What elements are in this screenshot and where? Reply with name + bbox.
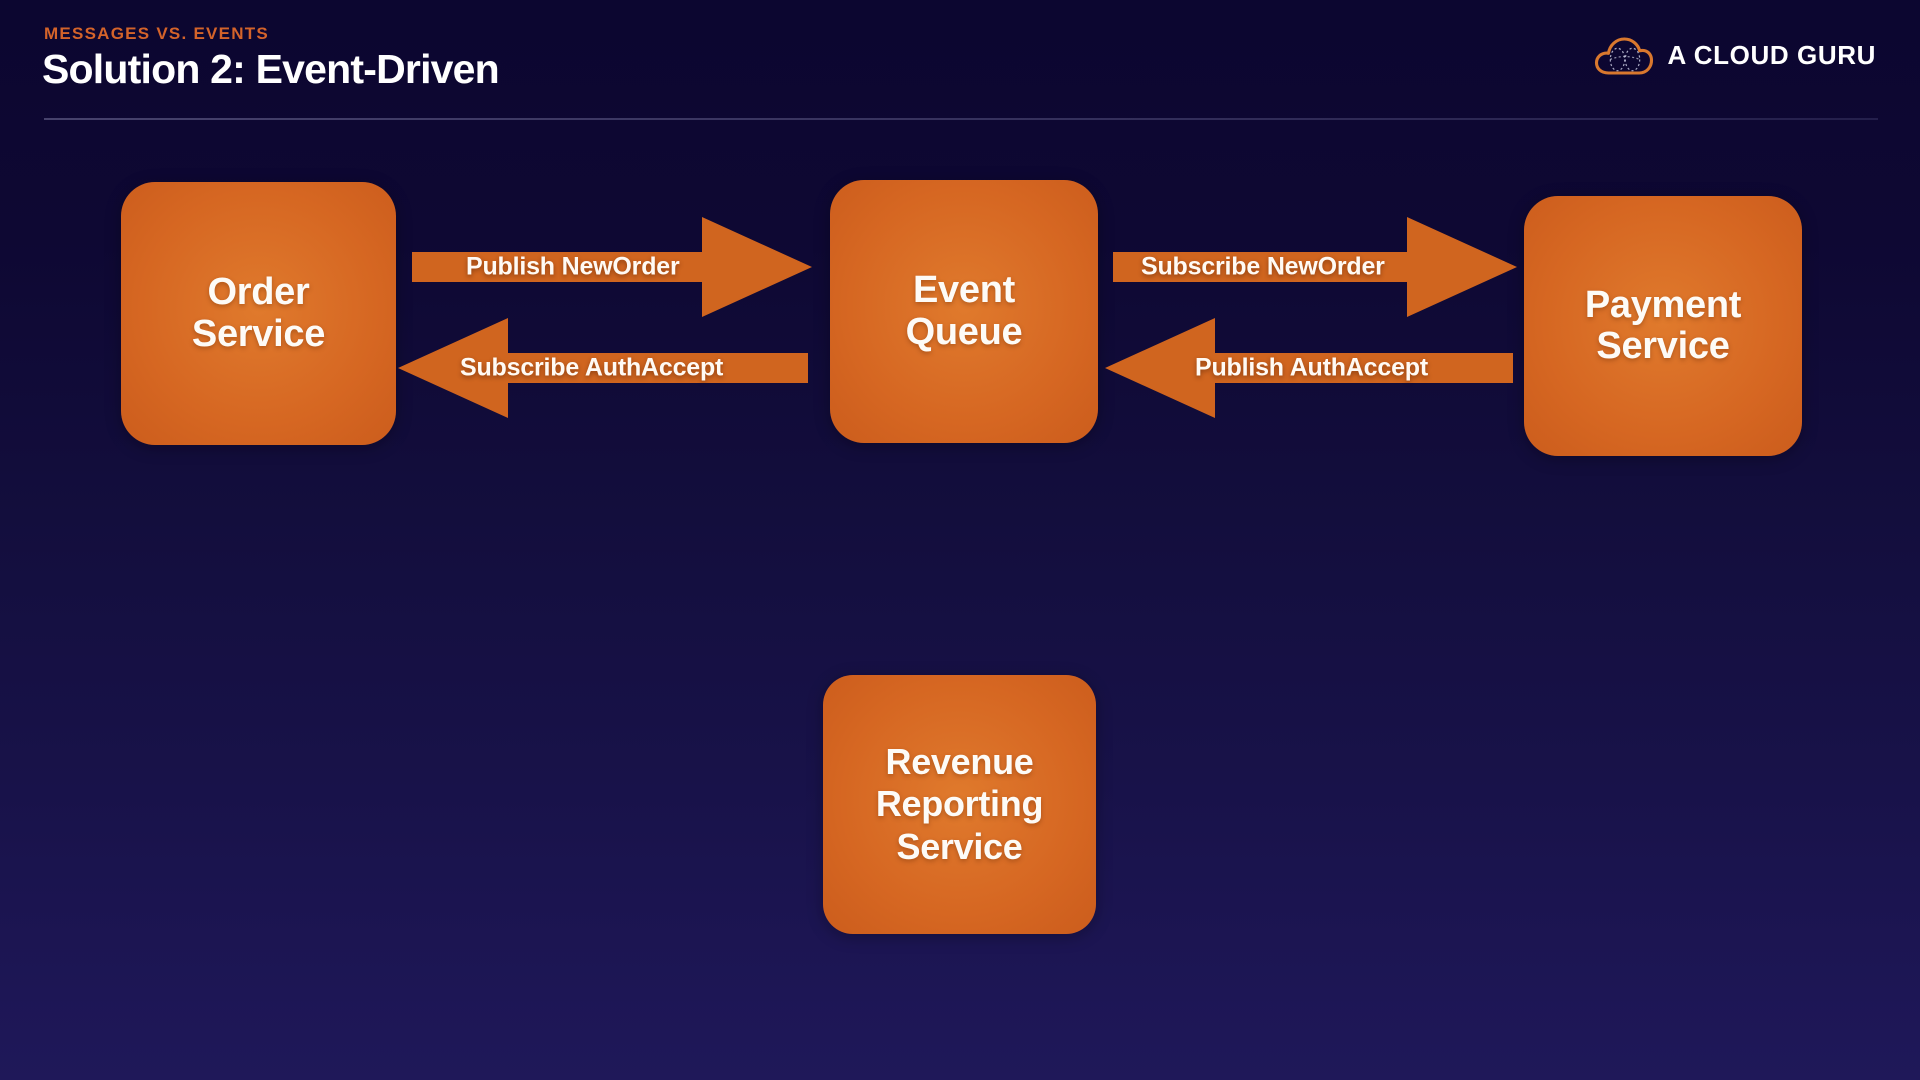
arrow-publish-neworder-label: Publish NewOrder <box>466 252 680 281</box>
node-label-line: Service <box>191 312 326 355</box>
node-label-line: Payment <box>1584 283 1742 326</box>
node-label-line: Service <box>896 825 1023 867</box>
slide-header: MESSAGES VS. EVENTS Solution 2: Event-Dr… <box>0 0 1920 125</box>
header-divider <box>44 118 1878 120</box>
node-order-service-label: Order Service <box>182 272 335 354</box>
slide-eyebrow: MESSAGES VS. EVENTS <box>44 24 269 43</box>
node-revenue-reporting-service[interactable]: Revenue Reporting Service <box>823 675 1096 934</box>
arrow-subscribe-neworder: Subscribe NewOrder <box>1113 207 1517 327</box>
brand-logo: A CLOUD GURU <box>1594 34 1876 76</box>
node-revenue-reporting-service-label: Revenue Reporting Service <box>866 741 1053 868</box>
node-label-line: Event <box>913 269 1015 312</box>
node-event-queue-label: Event Queue <box>896 270 1033 352</box>
node-event-queue[interactable]: Event Queue <box>830 180 1098 443</box>
page-title: Solution 2: Event-Driven <box>42 46 500 92</box>
arrow-subscribe-authaccept: Subscribe AuthAccept <box>398 308 808 428</box>
node-label-line: Reporting <box>875 783 1044 825</box>
node-label-line: Revenue <box>885 740 1034 782</box>
arrow-publish-authaccept: Publish AuthAccept <box>1105 308 1513 428</box>
node-payment-service-label: Payment Service <box>1575 283 1751 367</box>
arrow-subscribe-authaccept-label: Subscribe AuthAccept <box>460 353 724 382</box>
arrow-subscribe-neworder-label: Subscribe NewOrder <box>1141 252 1385 281</box>
node-label-line: Service <box>1596 325 1730 367</box>
arrow-publish-neworder: Publish NewOrder <box>412 207 812 327</box>
cloud-icon <box>1594 34 1654 76</box>
brand-name: A CLOUD GURU <box>1667 39 1876 70</box>
arrow-publish-authaccept-label: Publish AuthAccept <box>1195 353 1428 382</box>
node-payment-service[interactable]: Payment Service <box>1524 196 1802 456</box>
node-order-service[interactable]: Order Service <box>121 182 396 445</box>
node-label-line: Queue <box>905 310 1023 353</box>
node-label-line: Order <box>207 271 310 314</box>
